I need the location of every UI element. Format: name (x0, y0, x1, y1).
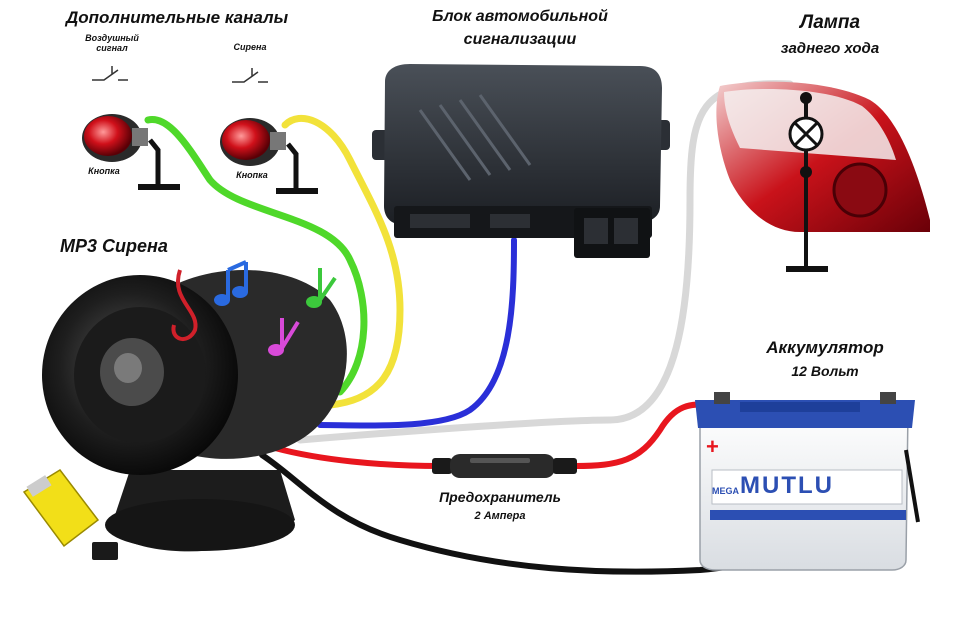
battery-brand: MUTLU (740, 472, 834, 499)
fuse-title-1: Предохранитель (439, 489, 561, 505)
button-label-1: Кнопка (88, 166, 120, 176)
reverse-lamp-title-2: заднего хода (780, 40, 880, 57)
button-siren (220, 68, 318, 194)
mp3-siren-title: МР3 Сирена (60, 236, 168, 256)
battery-title-1: Аккумулятор (766, 338, 884, 357)
reverse-lamp-title-1: Лампа (799, 12, 861, 33)
wire-yellow (281, 114, 404, 409)
button-label-2: Кнопка (236, 170, 268, 180)
extra-channels-title: Дополнительные каналы (66, 8, 289, 27)
wire-green (144, 116, 368, 396)
wire-blue (317, 237, 517, 429)
wire-red-left (272, 445, 443, 469)
card-reader (22, 469, 118, 560)
battery-title-2: 12 Вольт (791, 363, 859, 379)
wires (144, 80, 888, 575)
air-signal-label: Воздушный сигнал (85, 33, 139, 53)
alarm-unit-title-1: Блок автомобильной (432, 8, 608, 25)
reverse-lamp (716, 81, 930, 272)
alarm-unit (372, 64, 670, 258)
battery-plus-sign: + (706, 434, 719, 459)
battery-model: MEGA (712, 486, 739, 496)
battery (695, 392, 920, 571)
fuse-title-2: 2 Ампера (474, 510, 526, 522)
fuse (432, 454, 577, 478)
alarm-unit-title-2: сигнализации (463, 31, 577, 48)
music-notes (171, 260, 337, 356)
button-air-signal (82, 66, 180, 190)
wire-red-right (572, 401, 715, 469)
wire-white (296, 80, 794, 444)
mp3-siren (42, 270, 347, 552)
siren-switch-label: Сирена (233, 42, 267, 52)
